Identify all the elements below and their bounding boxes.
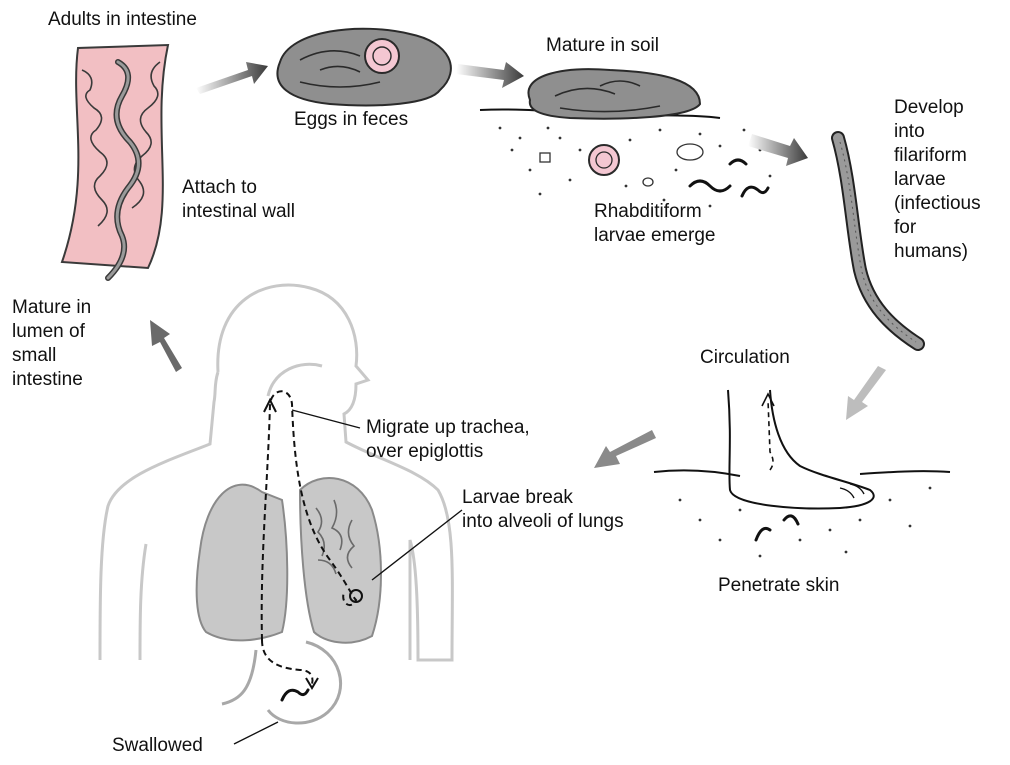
arrow-foot-to-lungs	[594, 430, 656, 468]
label-circulation: Circulation	[700, 346, 790, 370]
label-larvae-break-into-alveoli: Larvae break into alveoli of lungs	[462, 486, 624, 534]
label-rhabditiform-larvae-emerge: Rhabditiform larvae emerge	[594, 200, 715, 248]
right-lung	[300, 478, 381, 643]
feces-with-egg	[277, 29, 450, 106]
label-penetrate-skin: Penetrate skin	[718, 574, 839, 598]
egg	[365, 39, 399, 73]
label-develop-filariform-larvae: Develop into filariform larvae (infectio…	[894, 96, 981, 264]
label-mature-in-soil: Mature in soil	[546, 34, 659, 58]
label-attach-to-intestinal-wall: Attach to intestinal wall	[182, 176, 295, 224]
human-body-illustration	[100, 285, 452, 723]
soil-with-feces	[480, 69, 771, 207]
rhabditiform-larva	[742, 187, 768, 196]
intestine-illustration	[62, 45, 168, 278]
trachea	[268, 364, 322, 396]
stomach	[222, 642, 341, 723]
arrow-feces-to-soil	[456, 62, 524, 88]
rhabditiform-larva	[730, 160, 746, 164]
arrow-intestine-to-feces	[196, 62, 268, 94]
label-migrate-up-trachea: Migrate up trachea, over epiglottis	[366, 416, 530, 464]
egg-in-soil	[589, 145, 619, 175]
label-swallowed: Swallowed	[112, 734, 203, 758]
label-adults-in-intestine: Adults in intestine	[48, 8, 197, 32]
larva-in-stomach	[282, 690, 308, 700]
arrow-soil-to-larva	[748, 134, 808, 166]
foot-illustration	[654, 390, 950, 557]
intestine-wall	[62, 45, 168, 268]
label-mature-in-lumen: Mature in lumen of small intestine	[12, 296, 91, 392]
rhabditiform-larva	[690, 181, 730, 191]
left-lung	[197, 485, 288, 641]
cycle-arrows	[150, 62, 886, 468]
arrow-body-to-intestine	[150, 320, 182, 372]
arrow-larva-to-foot	[846, 366, 886, 420]
penetrating-larva	[756, 516, 798, 540]
swallow-path	[262, 640, 313, 684]
label-eggs-in-feces: Eggs in feces	[294, 108, 408, 132]
